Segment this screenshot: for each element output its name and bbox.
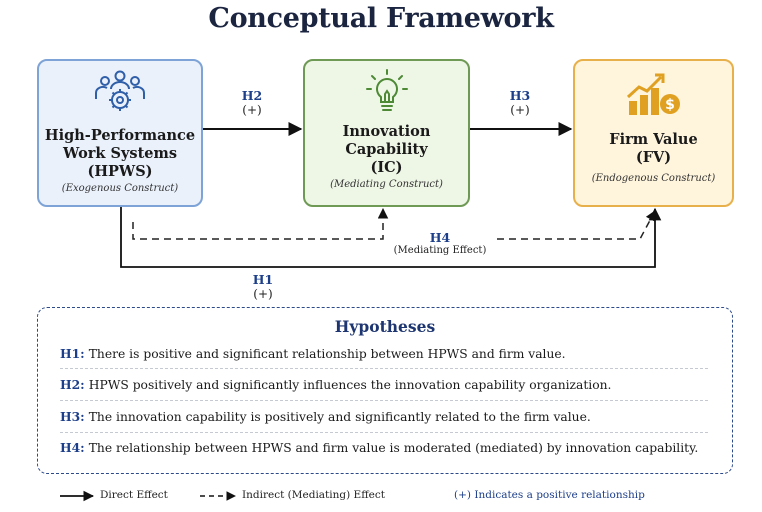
hypothesis-h4: H4:The relationship between HPWS and fir… xyxy=(60,440,708,455)
arrow-h4-left xyxy=(132,207,389,240)
hypothesis-h3-id: H3: xyxy=(60,409,85,424)
h4-id: H4 xyxy=(429,230,451,245)
h4-label: H4 (Mediating Effect) xyxy=(385,230,495,256)
h2-sign: (+) xyxy=(242,103,262,117)
hpws-name-line-2: Work Systems xyxy=(63,145,177,162)
fv-box: $ Firm Value (FV) (Endogenous Construct) xyxy=(573,59,734,207)
h2-label: H2 (+) xyxy=(232,88,272,117)
ic-role: (Mediating Construct) xyxy=(330,179,443,190)
hypothesis-h3: H3:The innovation capability is positive… xyxy=(60,409,708,424)
legend-indirect: Indirect (Mediating) Effect xyxy=(242,489,385,501)
hypothesis-divider xyxy=(60,400,708,401)
h2-id: H2 xyxy=(241,88,263,103)
ic-name-line-2: Capability xyxy=(345,141,428,158)
fv-name: Firm Value xyxy=(609,131,698,148)
hpws-role: (Exogenous Construct) xyxy=(61,183,179,194)
hpws-name-line-1: High-Performance xyxy=(44,127,196,144)
h1-id: H1 xyxy=(252,272,274,287)
hypothesis-h3-text: The innovation capability is positively … xyxy=(88,410,591,424)
people-gear-icon xyxy=(39,69,201,113)
hypothesis-h2-text: HPWS positively and significantly influe… xyxy=(88,378,612,392)
legend-symbols xyxy=(60,490,236,502)
ic-box: Innovation Capability (IC) (Mediating Co… xyxy=(303,59,470,207)
growth-chart-dollar-icon: $ xyxy=(575,71,732,117)
lightbulb-icon xyxy=(305,69,468,115)
arrow-h4-right xyxy=(485,210,656,240)
hypothesis-h1-id: H1: xyxy=(60,346,85,361)
h3-sign: (+) xyxy=(510,103,530,117)
h1-label: H1 (+) xyxy=(243,272,283,301)
svg-text:$: $ xyxy=(665,97,675,113)
arrow-h1 xyxy=(120,207,662,268)
h4-note: (Mediating Effect) xyxy=(393,245,487,256)
h3-id: H3 xyxy=(509,88,531,103)
hypothesis-h4-text: The relationship between HPWS and firm v… xyxy=(88,441,699,455)
ic-name-line-1: Innovation xyxy=(342,123,431,140)
h1-sign: (+) xyxy=(253,287,273,301)
legend-direct: Direct Effect xyxy=(100,489,168,501)
legend-positive: (+) Indicates a positive relationship xyxy=(454,489,645,501)
diagram-title: Conceptual Framework xyxy=(208,3,554,34)
hypothesis-h1-text: There is positive and significant relati… xyxy=(88,347,566,361)
h3-label: H3 (+) xyxy=(500,88,540,117)
hypothesis-h1: H1:There is positive and significant rel… xyxy=(60,346,708,361)
hypothesis-divider xyxy=(60,432,708,433)
fv-abbr: (FV) xyxy=(635,149,672,166)
hypothesis-h4-id: H4: xyxy=(60,440,85,455)
hpws-box: High-Performance Work Systems (HPWS) (Ex… xyxy=(37,59,203,207)
ic-abbr: (IC) xyxy=(370,159,403,176)
fv-role: (Endogenous Construct) xyxy=(591,173,716,184)
hypothesis-h2: H2:HPWS positively and significantly inf… xyxy=(60,377,708,392)
hpws-abbr: (HPWS) xyxy=(87,163,153,180)
hypothesis-h2-id: H2: xyxy=(60,377,85,392)
hypothesis-divider xyxy=(60,368,708,369)
hypotheses-panel: Hypotheses H1:There is positive and sign… xyxy=(37,307,733,474)
hypotheses-title: Hypotheses xyxy=(334,317,436,336)
